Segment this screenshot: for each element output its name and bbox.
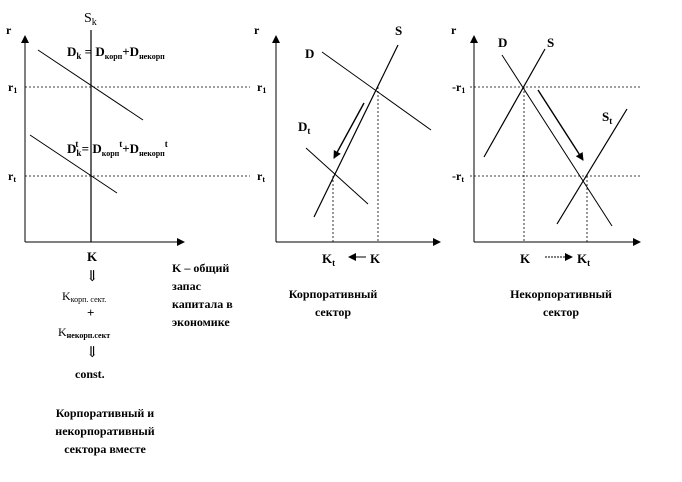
panel-noncorporate: r -r1 -rt S D St K Kt Некорпоративный се… (451, 23, 641, 319)
corporate-caption: Корпоративный сектор (289, 287, 378, 319)
svg-text:капитала в: капитала в (172, 297, 233, 311)
r1-label: -r1 (452, 80, 465, 95)
combined-caption: Корпоративный и некорпоративный сектора … (55, 406, 155, 456)
rt-label: rt (8, 169, 16, 184)
noncorporate-caption: Некорпоративный сектор (510, 287, 612, 319)
svg-text:сектора вместе: сектора вместе (64, 442, 146, 456)
supply-st-line (556, 108, 628, 225)
const-label: const. (75, 367, 105, 381)
y-axis-label: r (451, 23, 457, 37)
demand-dt-line (305, 147, 369, 205)
total-capital-note: K – общий запас капитала в экономике (172, 261, 233, 329)
r1-label: r1 (257, 80, 266, 95)
dk-equation: Dk = Dкорп+Dнекорп (67, 44, 165, 61)
supply-st-label: St (602, 109, 612, 126)
k-axis-label: K (87, 249, 98, 264)
k-nekorp-sector: Kнекорп.сект (58, 325, 110, 340)
svg-text:сектор: сектор (543, 305, 579, 319)
plus-sign: + (87, 305, 94, 320)
demand-d-line (321, 51, 432, 131)
r1-label: r1 (8, 80, 17, 95)
svg-text:Корпоративный: Корпоративный (289, 287, 378, 301)
k-korp-sector: Kкорп. сект. (62, 289, 106, 304)
supply-sk-label: Sk (84, 11, 97, 28)
demand-d-line (501, 54, 613, 227)
panel-combined: r Sk r1 rt Dk = Dкорп+Dнекорп Dkt = Dкор… (6, 11, 250, 456)
supply-s-line (483, 48, 546, 158)
supply-s-line (313, 44, 399, 218)
supply-shift-arrow (537, 89, 584, 161)
svg-text:некорпоративный: некорпоративный (55, 424, 155, 438)
derivation-arrow-1: ⇓ (86, 269, 99, 285)
supply-s-label: S (547, 35, 554, 50)
demand-shift-arrow (333, 102, 365, 159)
svg-text:сектор: сектор (315, 305, 351, 319)
kt-label: Kt (577, 251, 590, 268)
panel-corporate: r r1 rt S D Dt Kt K Корпоративный сектор (254, 23, 441, 319)
y-axis-label: r (254, 23, 260, 37)
svg-text:запас: запас (172, 279, 202, 293)
rt-label: -rt (452, 169, 464, 184)
demand-d-label: D (498, 35, 507, 50)
k-label: K (520, 251, 531, 266)
demand-d-label: D (305, 46, 314, 61)
dkt-equation: Dkt = Dкорпt+Dнекорпt (67, 139, 168, 158)
svg-text:Корпоративный и: Корпоративный и (56, 406, 155, 420)
svg-text:K – общий: K – общий (172, 261, 229, 275)
demand-dk-line (37, 49, 144, 121)
svg-text:Некорпоративный: Некорпоративный (510, 287, 612, 301)
k-label: K (370, 251, 381, 266)
y-axis-label: r (6, 23, 12, 37)
svg-text:экономике: экономике (172, 315, 230, 329)
demand-dt-label: Dt (298, 119, 310, 136)
demand-dkt-line (29, 134, 118, 194)
kt-label: Kt (322, 251, 335, 268)
derivation-arrow-2: ⇓ (86, 345, 99, 361)
rt-label: rt (257, 169, 265, 184)
supply-s-label: S (395, 23, 402, 38)
